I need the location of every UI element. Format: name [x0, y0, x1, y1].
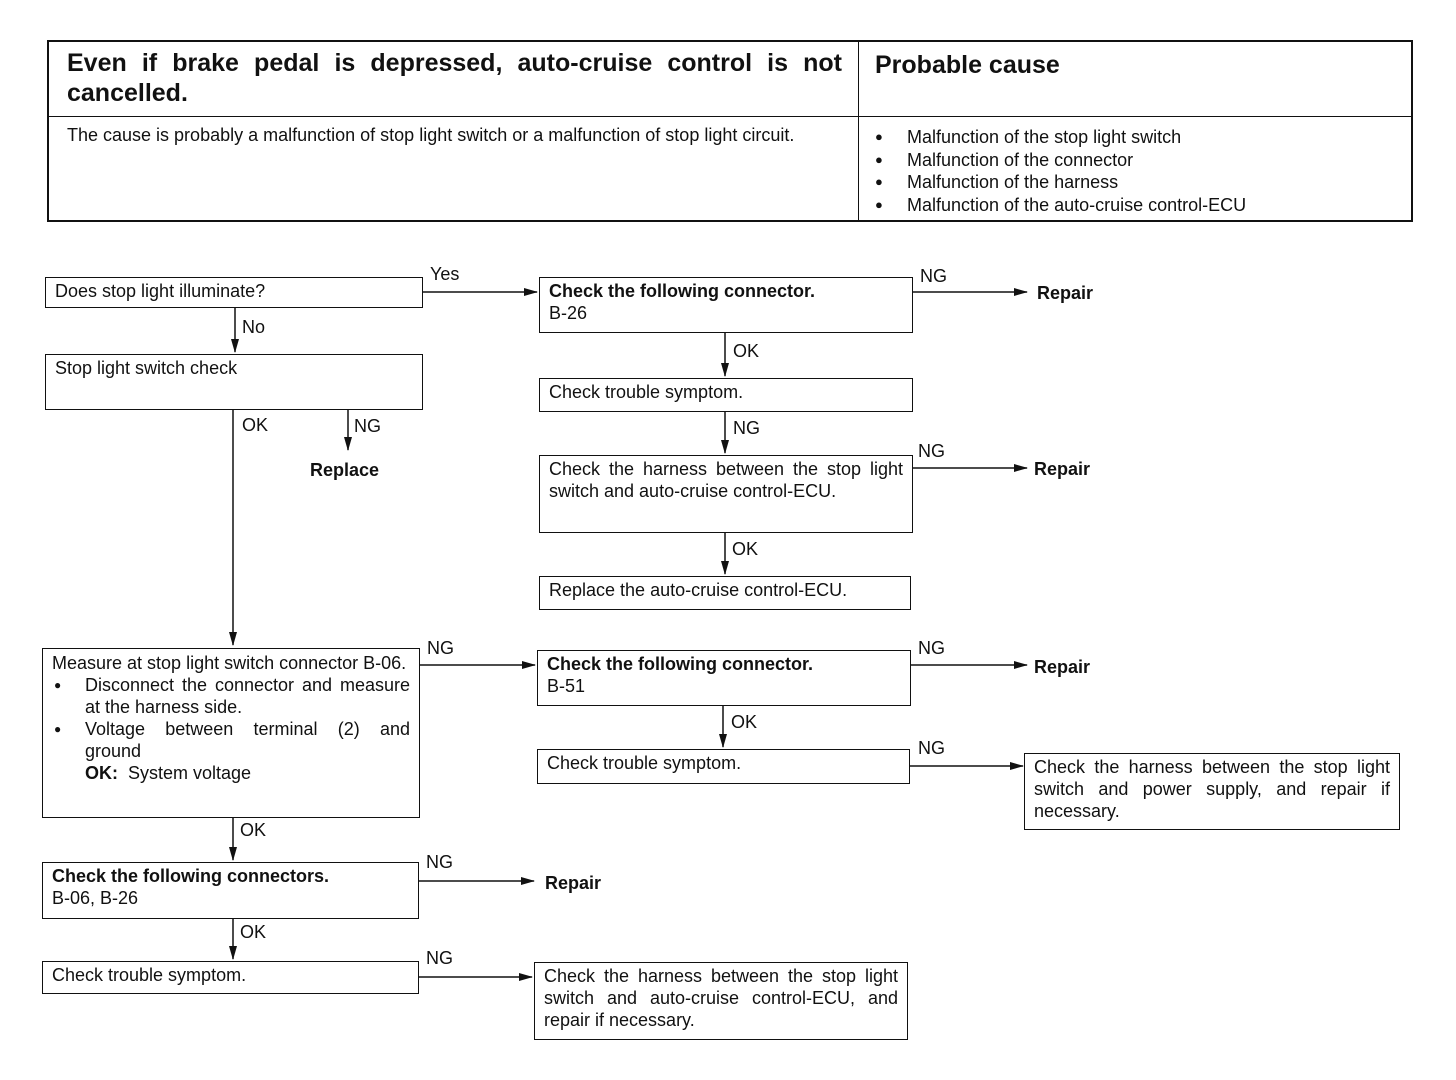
cause-item: Malfunction of the harness — [875, 171, 1246, 194]
ok-label: OK — [731, 712, 758, 732]
connector-b51-box: Check the following connector. B-51 — [537, 650, 911, 706]
trouble1-label: Check trouble symptom. — [549, 382, 744, 402]
replace-label: Replace — [310, 460, 380, 480]
stop-light-question: Does stop light illuminate? — [55, 281, 266, 301]
yes-label: Yes — [430, 264, 460, 284]
ok-label: OK — [242, 415, 269, 435]
harness-repair-box: Check the harness between the stop light… — [534, 962, 908, 1040]
ok-label: OK — [240, 820, 267, 840]
stop-light-question-box: Does stop light illuminate? — [45, 277, 423, 308]
replace-ecu-box: Replace the auto-cruise control-ECU. — [539, 576, 911, 610]
connector1-title: Check the following connector. — [549, 281, 816, 301]
repair-label: Repair — [1034, 459, 1091, 479]
measure-box: Measure at stop light switch connector B… — [42, 648, 420, 818]
connectors3-title: Check the following connectors. — [52, 866, 330, 886]
measure-steps: Disconnect the connector and measure at … — [52, 674, 410, 762]
repair-label: Repair — [1034, 657, 1091, 677]
symptom-title: Even if brake pedal is depressed, auto-c… — [67, 49, 842, 107]
replace-ecu-label: Replace the auto-cruise control-ECU. — [549, 580, 848, 600]
symptom-description: The cause is probably a malfunction of s… — [67, 125, 795, 145]
measure-ok-line: OK: System voltage — [52, 762, 410, 784]
ng-label: NG — [426, 948, 453, 968]
stop-switch-check-box: Stop light switch check — [45, 354, 423, 410]
probable-cause-list: Malfunction of the stop light switch Mal… — [875, 126, 1246, 216]
connectors3-id: B-06, B-26 — [52, 888, 139, 908]
harness-ecu-box: Check the harness between the stop light… — [539, 455, 913, 533]
harness3-label: Check the harness between the stop light… — [544, 966, 898, 1030]
connector1-id: B-26 — [549, 303, 588, 323]
cause-item: Malfunction of the stop light switch — [875, 126, 1246, 149]
ng-label: NG — [426, 852, 453, 872]
ng-label: NG — [918, 638, 945, 658]
connector2-title: Check the following connector. — [547, 654, 814, 674]
table-divider-horizontal — [49, 116, 1411, 117]
measure-step: Voltage between terminal (2) and ground — [52, 718, 410, 762]
no-label: No — [242, 317, 266, 337]
measure-title: Measure at stop light switch connector B… — [52, 653, 407, 673]
ok-label: OK — [732, 539, 759, 559]
symptom-table: Even if brake pedal is depressed, auto-c… — [47, 40, 1413, 222]
harness-power-label: Check the harness between the stop light… — [1034, 757, 1390, 821]
stop-switch-check-label: Stop light switch check — [55, 358, 238, 378]
ng-label: NG — [427, 638, 454, 658]
ok-label: OK — [240, 922, 267, 942]
ok-key: OK: — [85, 763, 118, 783]
harness1-label: Check the harness between the stop light… — [549, 459, 903, 501]
trouble2-label: Check trouble symptom. — [547, 753, 742, 773]
trouble-symptom-box-3: Check trouble symptom. — [42, 961, 419, 994]
cause-item: Malfunction of the connector — [875, 149, 1246, 172]
ng-label: NG — [918, 441, 945, 461]
ng-label: NG — [918, 738, 945, 758]
ng-label: NG — [733, 418, 760, 438]
probable-cause-heading: Probable cause — [875, 51, 1060, 79]
trouble-symptom-box-1: Check trouble symptom. — [539, 378, 913, 412]
connector2-id: B-51 — [547, 676, 586, 696]
trouble3-label: Check trouble symptom. — [52, 965, 247, 985]
harness-power-box: Check the harness between the stop light… — [1024, 753, 1400, 830]
table-divider-vertical — [858, 42, 859, 220]
ok-label: OK — [733, 341, 760, 361]
ng-label: NG — [354, 416, 381, 436]
ok-value: System voltage — [128, 763, 252, 783]
connector-b26-box: Check the following connector. B-26 — [539, 277, 913, 333]
measure-step: Disconnect the connector and measure at … — [52, 674, 410, 718]
cause-item: Malfunction of the auto-cruise control-E… — [875, 194, 1246, 217]
repair-label: Repair — [1037, 283, 1094, 303]
ng-label: NG — [920, 266, 947, 286]
repair-label: Repair — [545, 873, 602, 893]
connectors-b06-b26-box: Check the following connectors. B-06, B-… — [42, 862, 419, 919]
trouble-symptom-box-2: Check trouble symptom. — [537, 749, 910, 784]
